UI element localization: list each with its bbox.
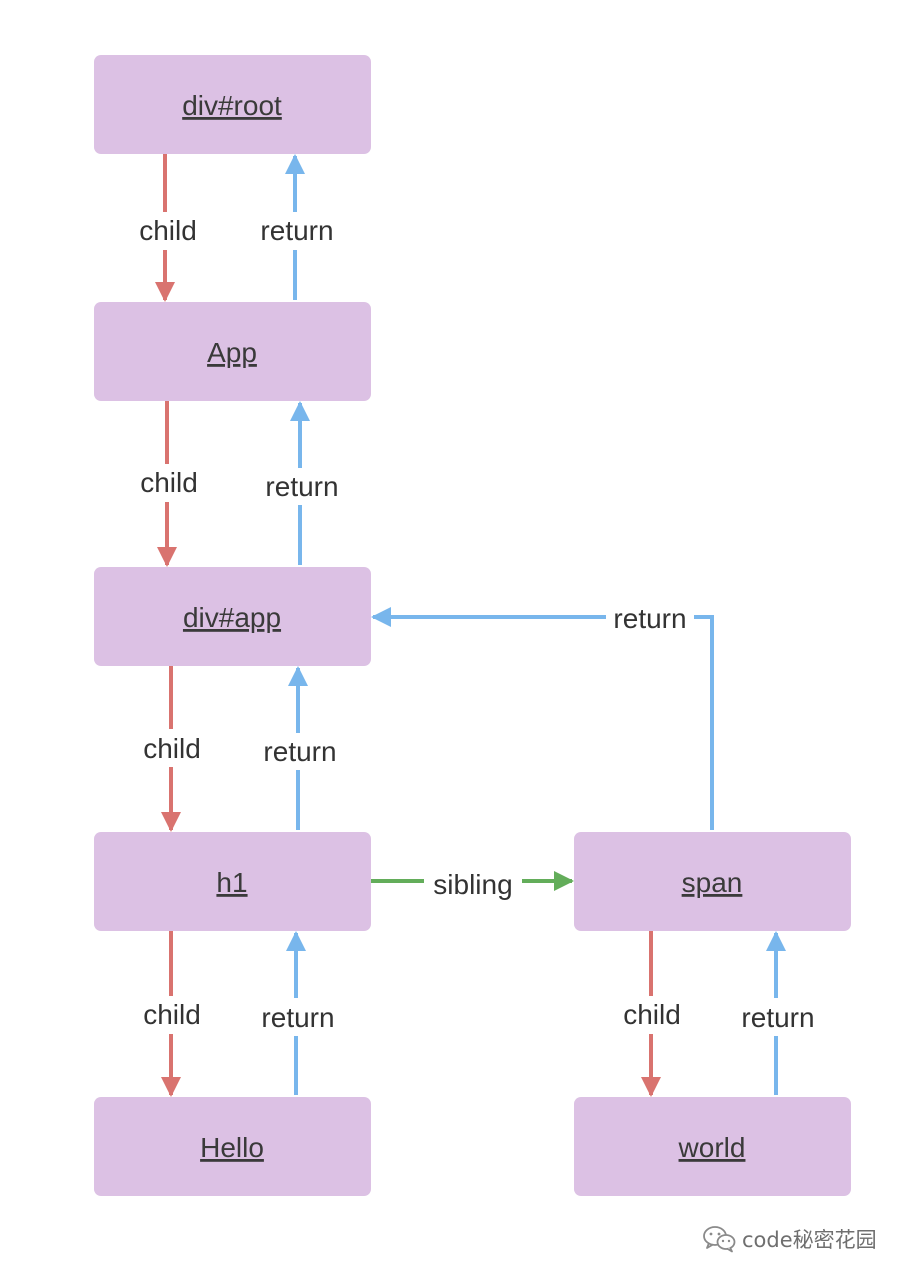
node-label: Hello: [200, 1132, 264, 1163]
node-label: App: [207, 337, 257, 368]
node-label: h1: [216, 867, 247, 898]
edge-label-child: child: [623, 999, 681, 1030]
edge-child-divapp-to-h1: child: [143, 666, 201, 832]
node-span: span: [574, 832, 851, 931]
node-world: world: [574, 1097, 851, 1196]
edge-child-h1-to-hello: child: [143, 931, 201, 1097]
node-div-root: div#root: [94, 55, 371, 154]
edge-label-child: child: [139, 215, 197, 246]
edge-label-return: return: [261, 1002, 334, 1033]
edge-return-hello-to-h1: return: [261, 931, 335, 1095]
edge-label-return: return: [263, 736, 336, 767]
edge-return-h1-to-divapp: return: [263, 666, 337, 830]
node-label: div#root: [182, 90, 282, 121]
edge-label-return: return: [260, 215, 333, 246]
edge-return-world-to-span: return: [741, 931, 815, 1095]
watermark-text: code秘密花园: [742, 1228, 877, 1252]
edge-return-divapp-to-app: return: [265, 401, 339, 565]
wechat-icon: [702, 1225, 736, 1253]
edge-label-return: return: [741, 1002, 814, 1033]
edge-return-app-to-root: return: [260, 154, 334, 300]
node-hello: Hello: [94, 1097, 371, 1196]
watermark: code秘密花园: [702, 1224, 877, 1254]
node-label: world: [678, 1132, 746, 1163]
edge-label-child: child: [140, 467, 198, 498]
edge-child-span-to-world: child: [623, 931, 681, 1097]
node-label: span: [682, 867, 743, 898]
edge-label-sibling: sibling: [433, 869, 512, 900]
edge-child-root-to-app: child: [139, 154, 197, 302]
edge-return-span-to-divapp: return: [371, 603, 714, 830]
edge-label-return: return: [613, 603, 686, 634]
node-h1: h1: [94, 832, 371, 931]
edge-label-child: child: [143, 733, 201, 764]
node-div-app: div#app: [94, 567, 371, 666]
node-label: div#app: [183, 602, 281, 633]
edge-label-return: return: [265, 471, 338, 502]
edge-label-child: child: [143, 999, 201, 1030]
node-app: App: [94, 302, 371, 401]
edge-sibling-h1-to-span: sibling: [371, 869, 574, 900]
edge-child-app-to-divapp: child: [140, 401, 198, 567]
